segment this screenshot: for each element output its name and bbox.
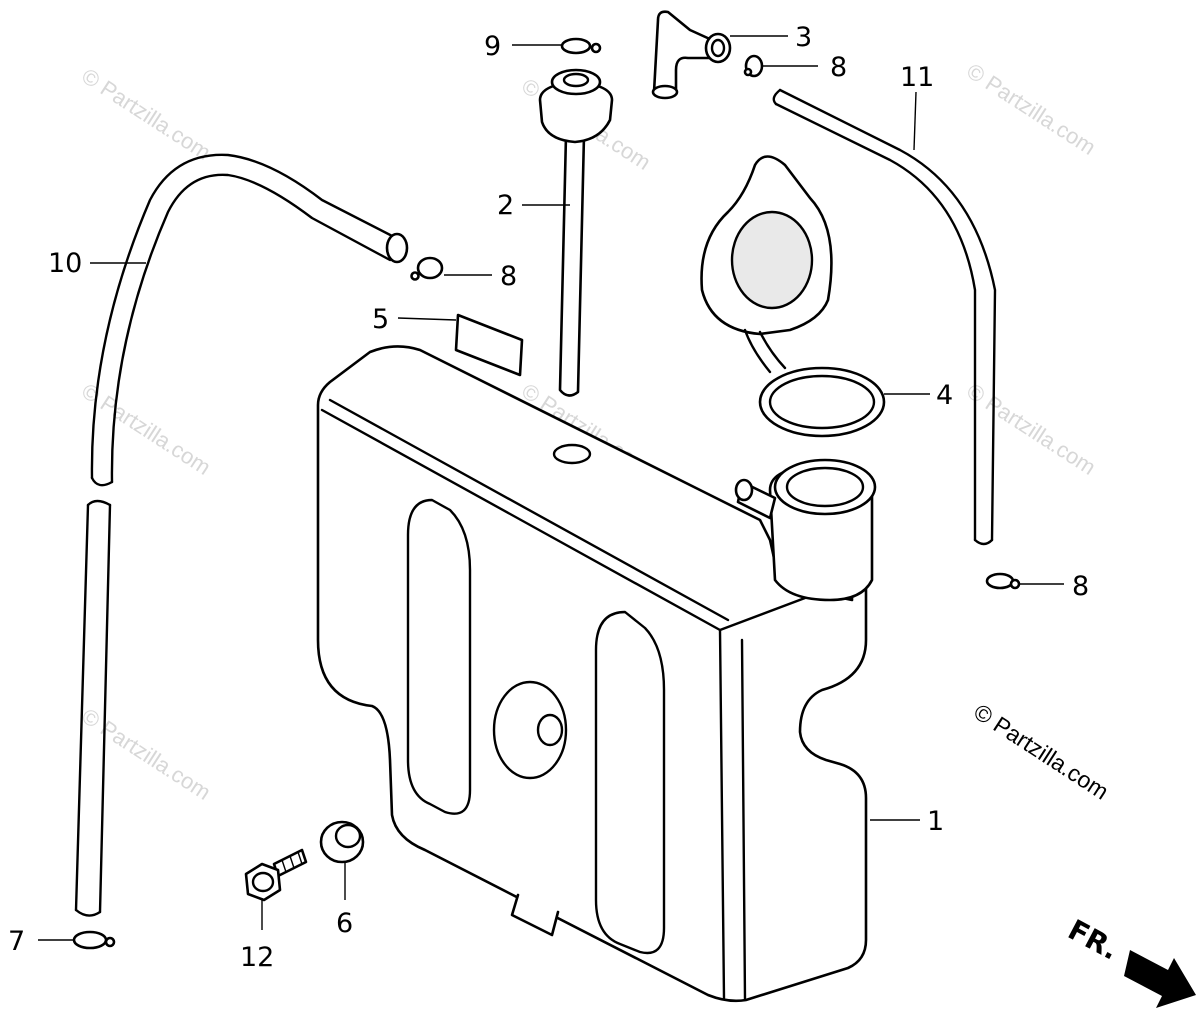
callout-6[interactable]: 6 — [336, 908, 353, 939]
filler-cap-seal[interactable] — [700, 155, 886, 438]
watermark: © Partzilla.com — [77, 703, 215, 805]
callout-5[interactable]: 5 — [372, 304, 389, 335]
callout-8-elbow[interactable]: 8 — [830, 52, 847, 83]
hose-10[interactable] — [74, 153, 409, 917]
callout-8-hose-11[interactable]: 8 — [1072, 571, 1089, 602]
elbow-fitting[interactable] — [651, 10, 732, 100]
callout-3[interactable]: 3 — [795, 22, 812, 53]
callout-12[interactable]: 12 — [240, 942, 274, 973]
callout-1[interactable]: 1 — [927, 806, 944, 837]
reservoir-cap-tube[interactable] — [538, 68, 614, 397]
caution-label[interactable] — [454, 313, 524, 377]
callout-9[interactable]: 9 — [484, 31, 501, 62]
watermark: © Partzilla.com — [962, 58, 1100, 160]
callout-7[interactable]: 7 — [8, 926, 25, 957]
reservoir-tank[interactable] — [316, 345, 877, 1003]
front-direction-indicator: FR. — [1063, 913, 1196, 1008]
callout-4[interactable]: 4 — [936, 380, 953, 411]
hose-11[interactable] — [772, 88, 997, 546]
grommet[interactable] — [319, 820, 365, 864]
copyright-mark: © Partzilla.com — [969, 698, 1113, 804]
callout-8-hose-10[interactable]: 8 — [500, 261, 517, 292]
callout-numbers: 1 2 3 4 5 6 7 8 8 8 9 10 11 12 — [8, 22, 1089, 973]
front-label: FR. — [1063, 913, 1124, 966]
watermark: © Partzilla.com — [77, 378, 215, 480]
callout-11[interactable]: 11 — [900, 62, 934, 93]
callout-10[interactable]: 10 — [48, 248, 82, 279]
flange-bolt[interactable] — [244, 848, 308, 902]
watermark: © Partzilla.com — [77, 63, 215, 165]
front-arrow-icon — [1124, 950, 1196, 1008]
hose-clamps[interactable] — [72, 37, 1021, 950]
watermark: © Partzilla.com — [962, 378, 1100, 480]
callout-2[interactable]: 2 — [497, 190, 514, 221]
leader-lines — [38, 35, 1064, 941]
